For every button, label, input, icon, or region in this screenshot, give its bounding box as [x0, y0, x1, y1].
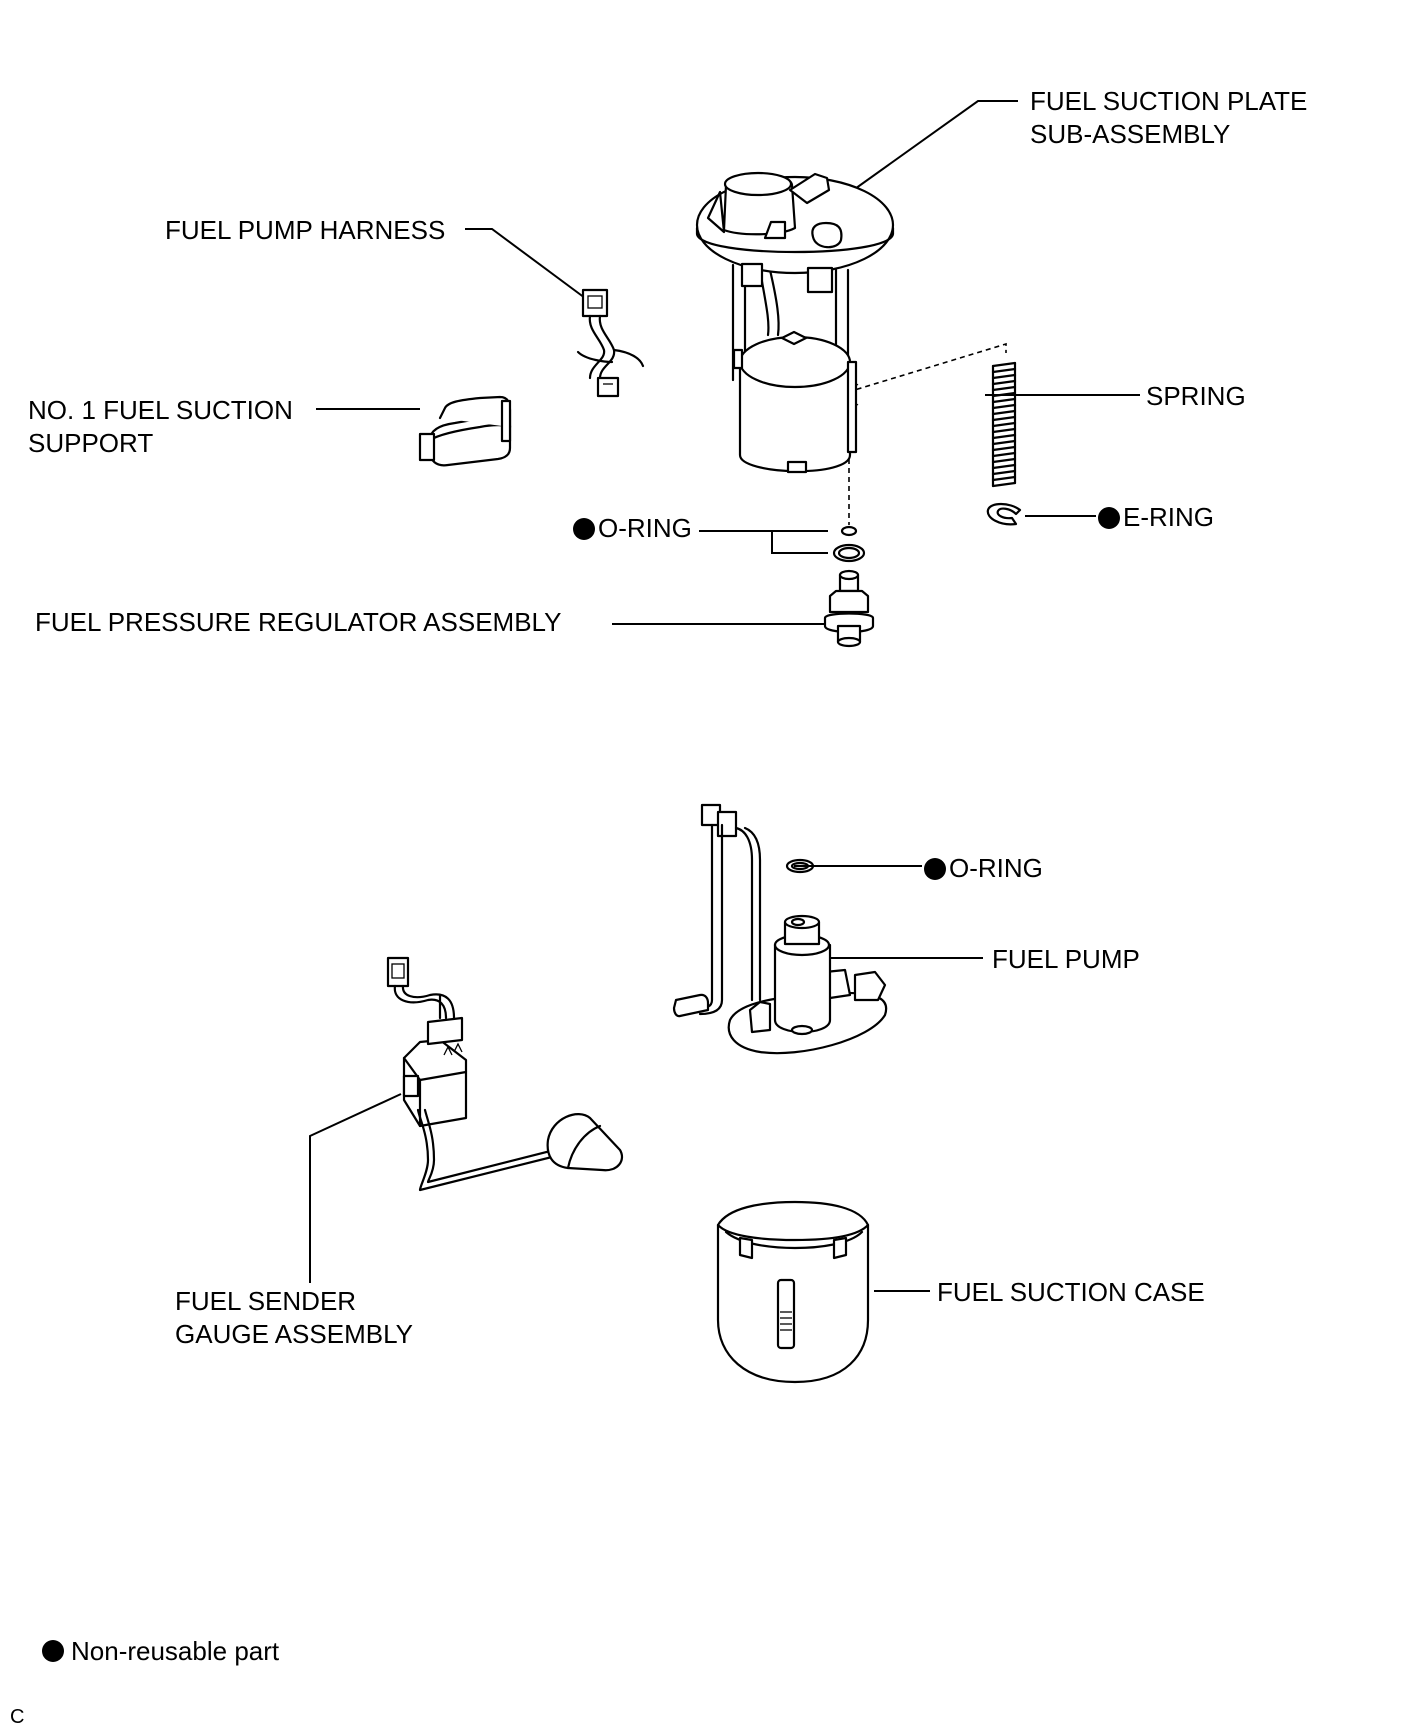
fuel-pump-harness [576, 288, 645, 398]
e-ring [986, 502, 1022, 526]
label-fuel-pump: FUEL PUMP [992, 944, 1140, 974]
spring [991, 361, 1017, 488]
label-o-ring-lower: O-RING [949, 853, 1043, 883]
label-fuel-sender-line1: FUEL SENDER [175, 1286, 356, 1316]
o-ring-lower [785, 858, 815, 874]
label-fuel-pump-harness: FUEL PUMP HARNESS [165, 215, 445, 245]
legend: Non-reusable part [42, 1636, 280, 1666]
label-no1-fuel-suction-line1: NO. 1 FUEL SUCTION [28, 395, 293, 425]
fuel-pump [672, 803, 888, 1055]
fuel-pressure-regulator [823, 569, 875, 648]
leader-lines [309, 100, 1140, 1292]
non-reusable-marker-o-ring-lower [924, 858, 946, 880]
fuel-sender-gauge-assembly [386, 956, 624, 1192]
label-fuel-suction-case: FUEL SUCTION CASE [937, 1277, 1205, 1307]
non-reusable-marker-e-ring [1098, 507, 1120, 529]
fuel-suction-case [716, 1200, 870, 1384]
legend-marker [42, 1640, 64, 1662]
label-no1-fuel-suction-line2: SUPPORT [28, 428, 153, 458]
label-o-ring-upper: O-RING [598, 513, 692, 543]
legend-text: Non-reusable part [71, 1636, 280, 1666]
label-fuel-suction-plate-line2: SUB-ASSEMBLY [1030, 119, 1230, 149]
no1-fuel-suction-support [418, 395, 512, 467]
label-spring: SPRING [1146, 381, 1246, 411]
label-fuel-suction-plate-line1: FUEL SUCTION PLATE [1030, 86, 1307, 116]
o-rings-upper [832, 525, 866, 563]
fuel-suction-plate-sub-assembly [695, 171, 895, 474]
non-reusable-marker-o-ring-upper [573, 518, 595, 540]
label-fuel-sender-line2: GAUGE ASSEMBLY [175, 1319, 413, 1349]
footer-code: C [10, 1706, 24, 1728]
label-fuel-pressure-regulator: FUEL PRESSURE REGULATOR ASSEMBLY [35, 607, 561, 637]
label-e-ring: E-RING [1123, 502, 1214, 532]
